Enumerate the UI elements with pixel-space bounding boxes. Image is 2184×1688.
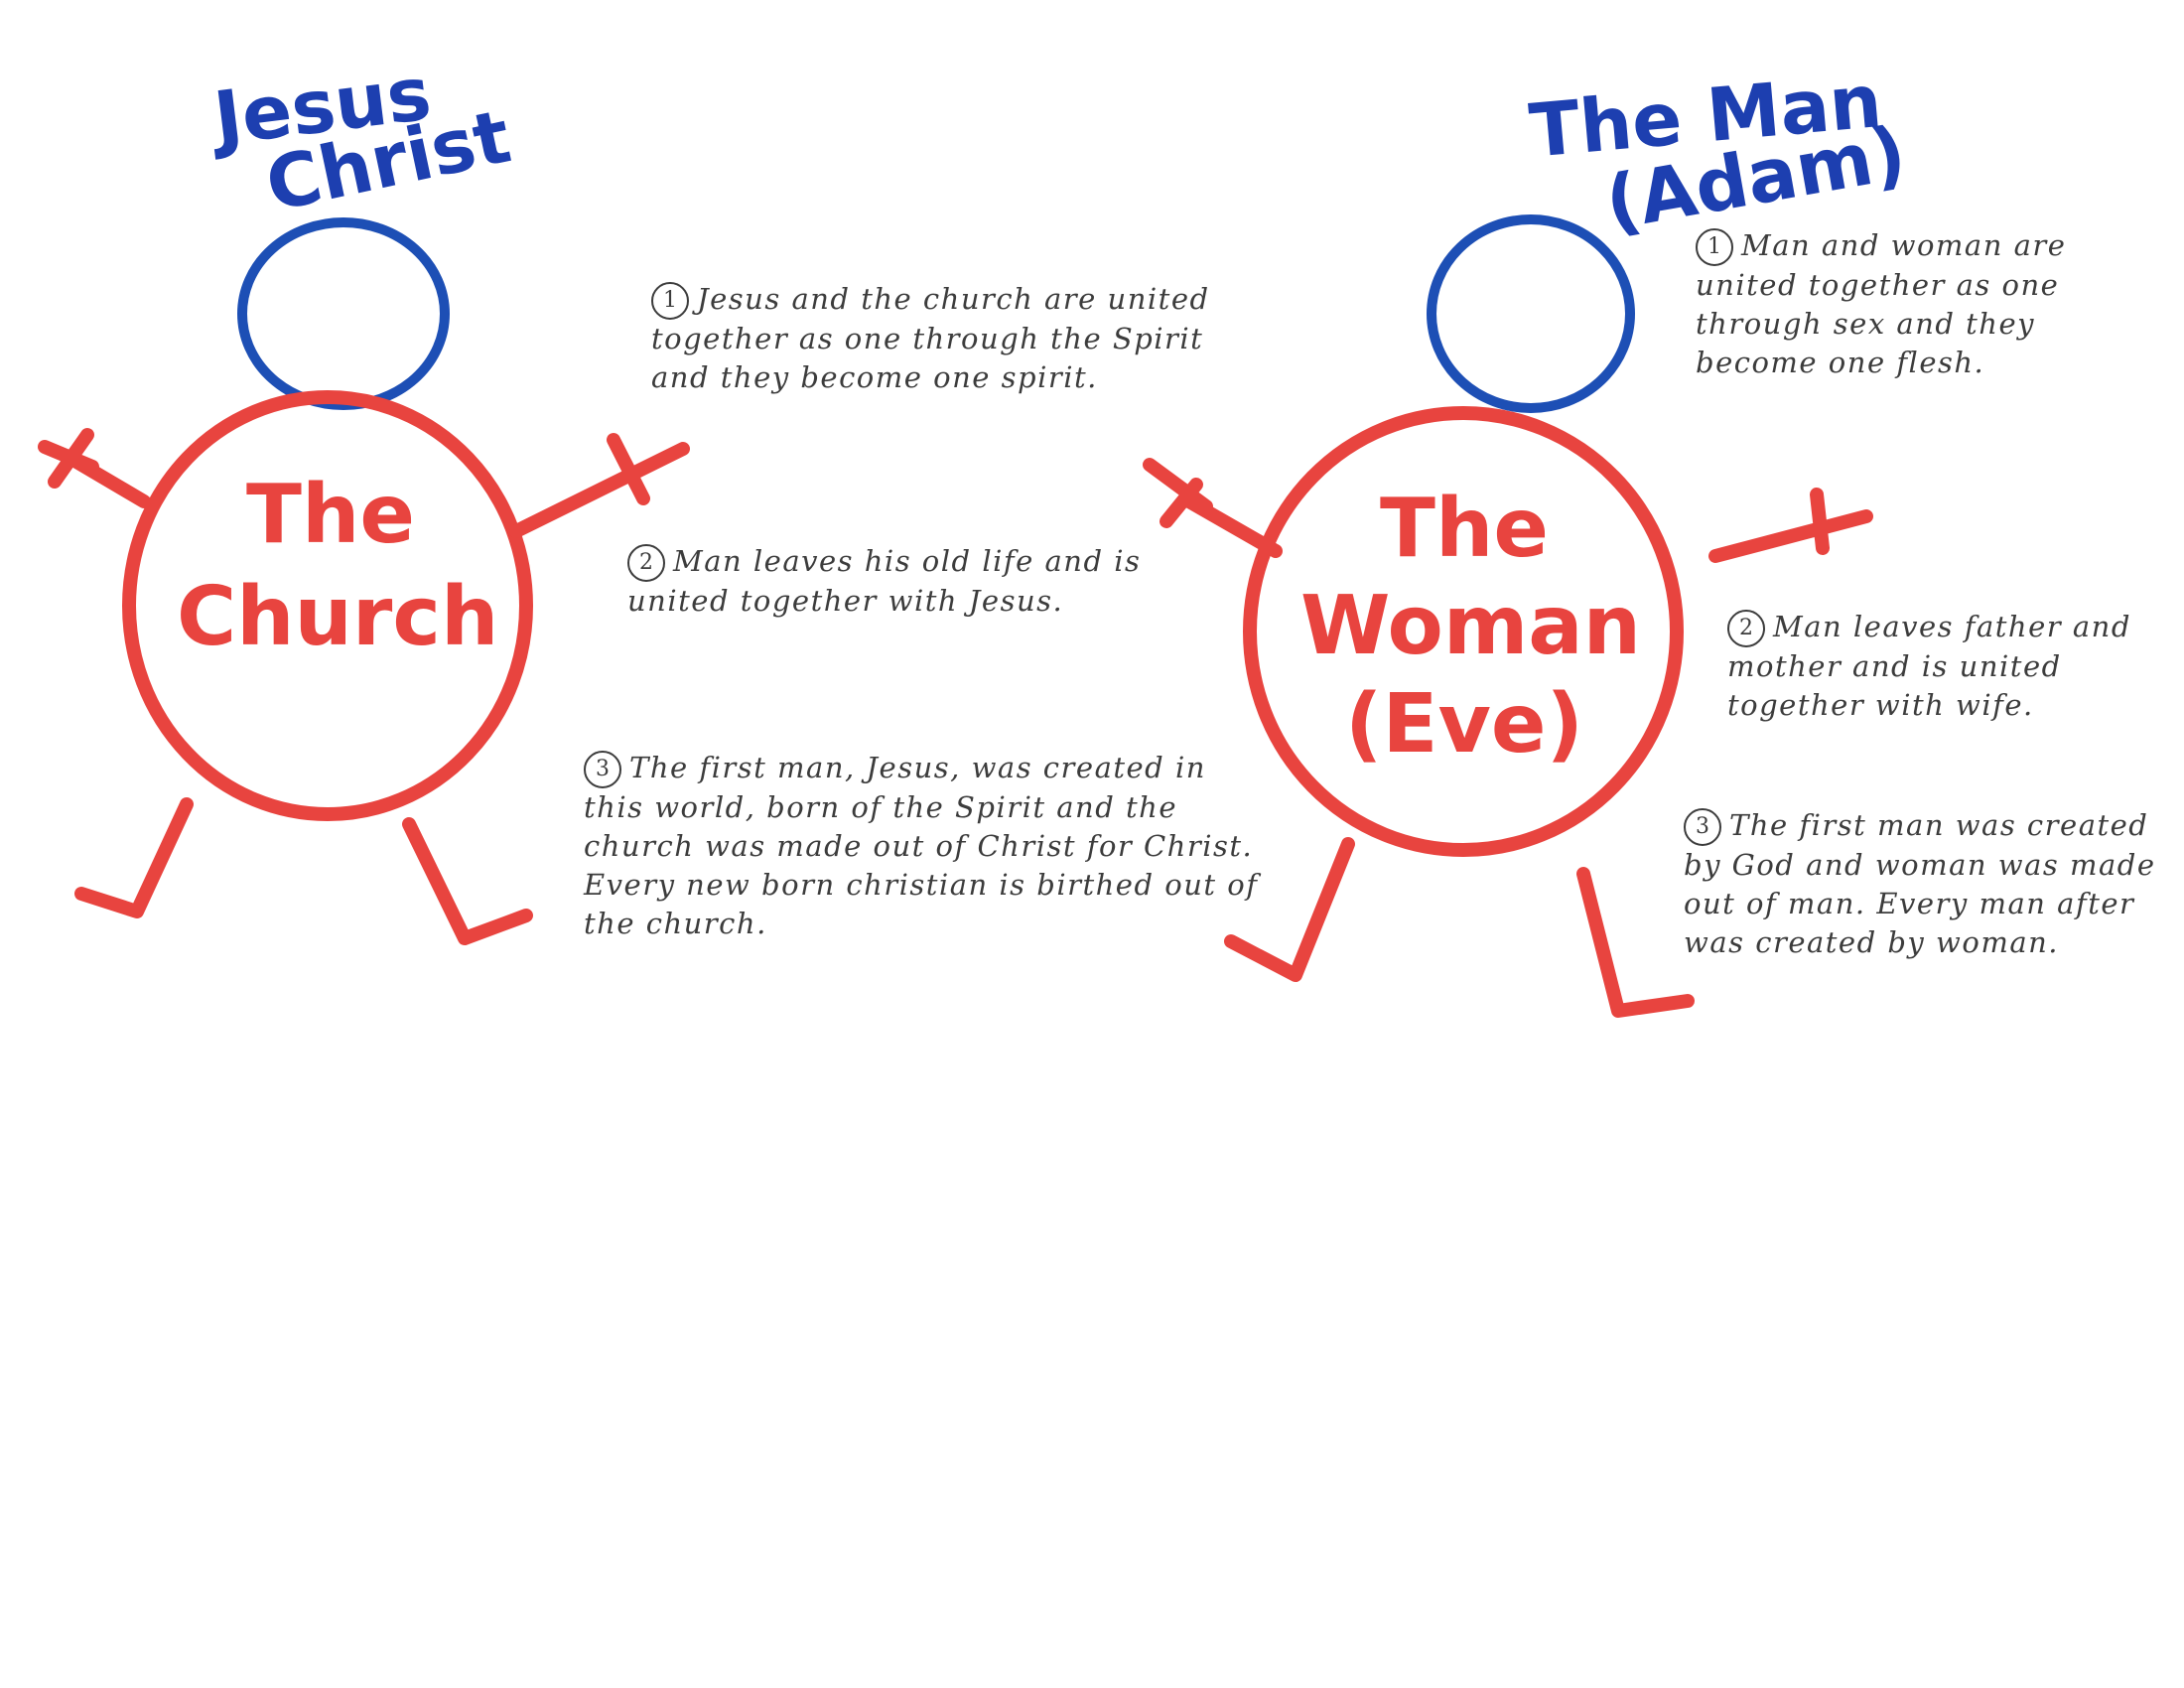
note-number-badge: 1 [1696,228,1733,266]
left-leg-right [402,817,533,945]
right-note-3-text: The first man was created by God and wom… [1684,808,2156,959]
note-number-badge: 3 [1684,808,1721,846]
left-body-label: The Church [177,468,499,664]
right-arm-right [1708,488,1873,563]
note-number-badge: 2 [627,544,665,582]
note-number-badge: 1 [651,282,689,320]
right-note-1-text: Man and woman are united together as one… [1696,228,2067,379]
right-leg-left [1224,837,1355,982]
right-note-2-text: Man leaves father and mother and is unit… [1727,610,2131,722]
right-body [1243,406,1684,857]
left-arm-right [509,433,690,538]
left-figure [38,217,690,945]
right-body-label: The Woman (Eve) [1300,482,1642,772]
left-arm-left [38,428,151,508]
left-note-2-text: Man leaves his old life and is united to… [627,544,1142,618]
note-number-badge: 3 [584,751,621,788]
right-figure [1143,214,1873,1018]
left-note-3-text: The first man, Jesus, was created in thi… [584,751,1259,940]
left-note-1-text: Jesus and the church are united together… [651,282,1210,394]
right-arm-left [1143,458,1283,558]
note-number-badge: 2 [1727,610,1765,647]
right-leg-right [1576,867,1695,1018]
left-leg-left [74,797,194,918]
left-body [122,390,533,821]
left-head [237,217,450,410]
right-head [1427,214,1635,413]
